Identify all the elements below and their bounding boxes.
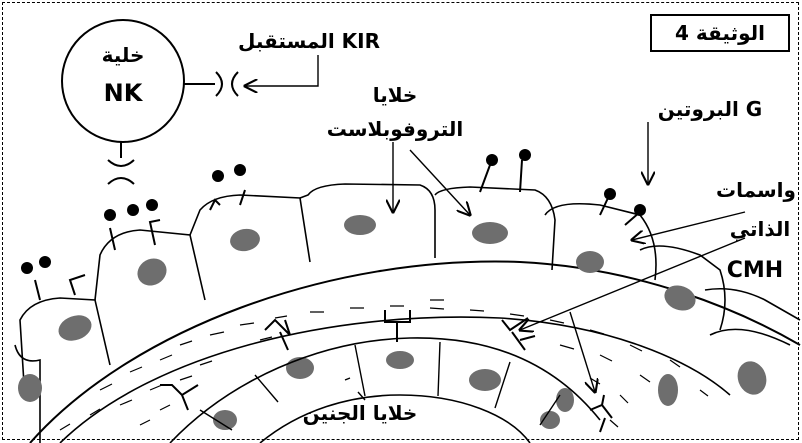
fetal-core-boundary <box>259 394 531 443</box>
fetal-cells-label: خلايا الجنين <box>303 401 418 425</box>
nk-cell-label-line1: خلية <box>102 43 145 67</box>
kir-receptors <box>107 71 239 185</box>
document-label: الوثيقة 4 <box>650 14 790 52</box>
trophoblast-label-line2: التروفوبلاست <box>327 117 464 141</box>
cmh-label-line2: الذاتي <box>730 217 791 242</box>
nk-cell-label-line2: NK <box>104 79 144 107</box>
trophoblast-cell-row <box>14 183 801 443</box>
kir-receptor-label: المستقبل KIR <box>238 29 380 53</box>
diagram-labels: خلية NK المستقبل KIR خلايا التروفوبلاست … <box>102 29 796 425</box>
middle-layer-boundary <box>59 316 731 443</box>
cell-nuclei <box>18 215 767 430</box>
protein-g-balls <box>21 149 646 274</box>
nk-cell-circle <box>61 19 185 143</box>
protein-g-label: البروتين G <box>658 97 762 121</box>
cmh-label-line3: CMH <box>727 258 783 283</box>
dashed-texture <box>59 299 709 431</box>
protein-g-receptors <box>34 159 641 301</box>
fetal-cell-walls <box>199 341 561 431</box>
label-arrows <box>245 55 746 401</box>
outer-layer-boundary <box>29 260 801 443</box>
inner-layer-boundary <box>169 337 601 443</box>
trophoblast-label-line1: خلايا <box>373 83 418 107</box>
cmh-label-line1: واسمات <box>716 178 796 202</box>
cmh-markers <box>160 310 613 433</box>
